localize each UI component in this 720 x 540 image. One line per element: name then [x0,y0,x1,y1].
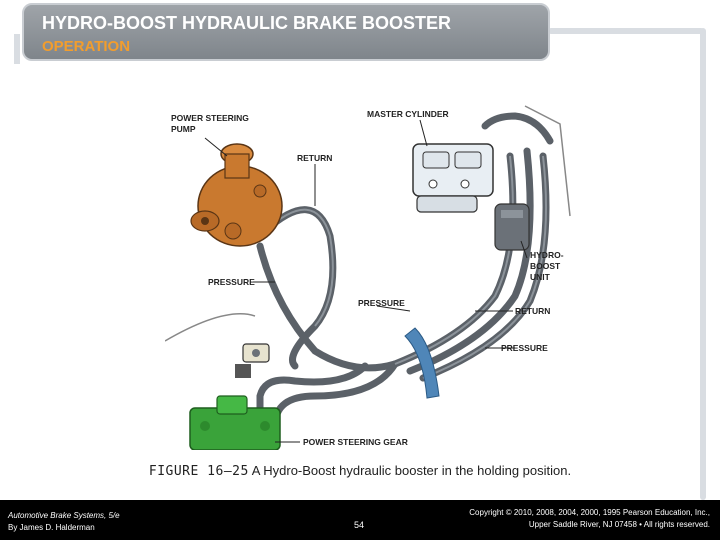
footer-book-info: Automotive Brake Systems, 5/e By James D… [8,510,120,534]
title-banner: HYDRO-BOOST HYDRAULIC BRAKE BOOSTER OPER… [22,3,550,61]
body-outline [524,105,571,217]
figure-number: FIGURE 16–25 [148,464,249,479]
page-number: 54 [354,520,365,530]
leader-lines [204,119,528,443]
copyright-line-1: Copyright © 2010, 2008, 2004, 2000, 1995… [469,508,710,517]
figure-caption: FIGURE 16–25 A Hydro-Boost hydraulic boo… [0,463,720,479]
master-cylinder [412,143,494,213]
power-steering-gear [189,395,281,451]
label-hydro-boost-3: UNIT [530,272,551,282]
figure-illustration: POWER STEERING PUMP MASTER CYLINDER RETU… [164,96,585,451]
gear-pressure-hose [256,362,369,440]
footer-bar: Automotive Brake Systems, 5/e By James D… [0,500,720,540]
label-pressure-middle: PRESSURE [358,298,405,308]
book-author: By James D. Halderman [8,523,95,532]
label-hydro-boost-1: HYDRO- [530,250,564,260]
valve-fitting [235,343,270,378]
label-pressure-right: PRESSURE [501,343,548,353]
booster-return-hose [406,147,534,375]
label-power-steering-pump-1: POWER STEERING [171,113,249,123]
label-power-steering-gear: POWER STEERING GEAR [303,437,408,447]
hydro-boost-unit [494,203,530,251]
pressure-hose [256,242,399,372]
footer-copyright: Copyright © 2010, 2008, 2004, 2000, 1995… [469,507,710,531]
copyright-line-2: Upper Saddle River, NJ 07458 • All right… [528,520,710,529]
master-cylinder-hose [481,112,554,145]
label-power-steering-pump-2: PUMP [171,124,196,134]
label-hydro-boost-2: BOOST [530,261,561,271]
slide-frame-top [548,28,704,34]
hydro-boost-diagram: POWER STEERING PUMP MASTER CYLINDER RETU… [164,105,571,451]
gear-return-hose [271,360,399,430]
slide-frame-left [14,34,20,64]
hose-group [256,112,554,440]
slide-frame-right [700,28,706,500]
slide-subtitle: OPERATION [42,38,131,55]
hose-strap [404,327,440,399]
label-return-right: RETURN [515,306,550,316]
slide-title: HYDRO-BOOST HYDRAULIC BRAKE BOOSTER [42,13,452,33]
label-return-top: RETURN [297,153,332,163]
book-title: Automotive Brake Systems, 5/e [8,511,120,520]
label-pressure-left: PRESSURE [208,277,255,287]
fender-outline [164,313,256,342]
label-master-cylinder: MASTER CYLINDER [367,109,449,119]
power-steering-pump [190,143,283,247]
caption-text: A Hydro-Boost hydraulic booster in the h… [248,463,572,478]
